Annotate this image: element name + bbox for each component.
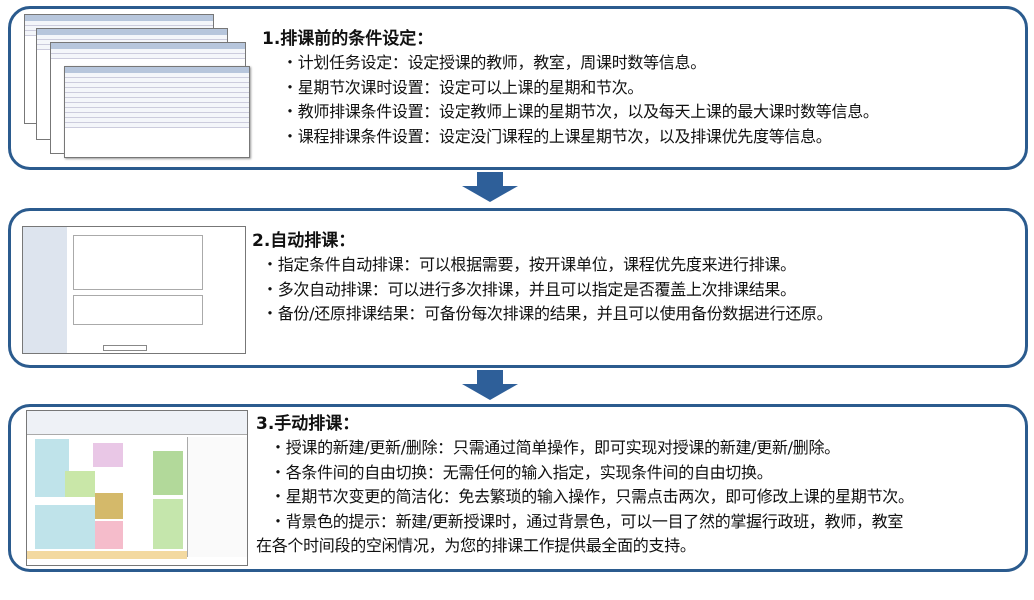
section-title: 3.手动排课： xyxy=(256,414,360,434)
list-item: ・背景色的提示：新建/更新授课时，通过背景色，可以一目了然的掌握行政班，教师，教… xyxy=(270,511,904,531)
section-title: 1.排课前的条件设定： xyxy=(262,29,434,49)
screenshot-thumbnail xyxy=(22,226,246,354)
list-item: ・课程排课条件设置：设定没门课程的上课星期节次，以及排课优先度等信息。 xyxy=(282,126,832,146)
list-item: ・授课的新建/更新/删除：只需通过简单操作，即可实现对授课的新建/更新/删除。 xyxy=(270,438,840,457)
list-item: ・各条件间的自由切换：无需任何的输入指定，实现条件间的自由切换。 xyxy=(270,462,773,482)
list-item: ・多次自动排课：可以进行多次排课，并且可以指定是否覆盖上次排课结果。 xyxy=(262,279,796,299)
section-1-text: 1.排课前的条件设定： ・计划任务设定：设定授课的教师，教室，周课时数等信息。 … xyxy=(262,27,879,149)
list-item: ・星期节次变更的简洁化：免去繁琐的输入操作，只需点击两次，即可修改上课的星期节次… xyxy=(270,487,914,506)
list-item: ・计划任务设定：设定授课的教师，教室，周课时数等信息。 xyxy=(282,53,706,72)
section-3-text: 3.手动排课： ・授课的新建/更新/删除：只需通过简单操作，即可实现对授课的新建… xyxy=(256,412,914,559)
list-item: ・教师排课条件设置：设定教师上课的星期节次，以及每天上课的最大课时数等信息。 xyxy=(282,102,879,121)
section-title: 2.自动排课： xyxy=(252,231,356,251)
down-arrow-icon xyxy=(462,370,518,400)
screenshot-thumbnail xyxy=(26,410,248,566)
list-item-continuation: 在各个时间段的空闲情况，为您的排课工作提供最全面的支持。 xyxy=(256,536,696,555)
section-2-text: 2.自动排课： ・指定条件自动排课：可以根据需要，按开课单位，课程优先度来进行排… xyxy=(252,229,833,327)
down-arrow-icon xyxy=(462,172,518,202)
screenshot-thumbnail xyxy=(64,66,250,158)
list-item: ・指定条件自动排课：可以根据需要，按开课单位，课程优先度来进行排课。 xyxy=(262,255,796,274)
list-item: ・星期节次课时设置：设定可以上课的星期和节次。 xyxy=(282,77,644,97)
list-item: ・备份/还原排课结果：可备份每次排课的结果，并且可以使用备份数据进行还原。 xyxy=(262,304,833,323)
